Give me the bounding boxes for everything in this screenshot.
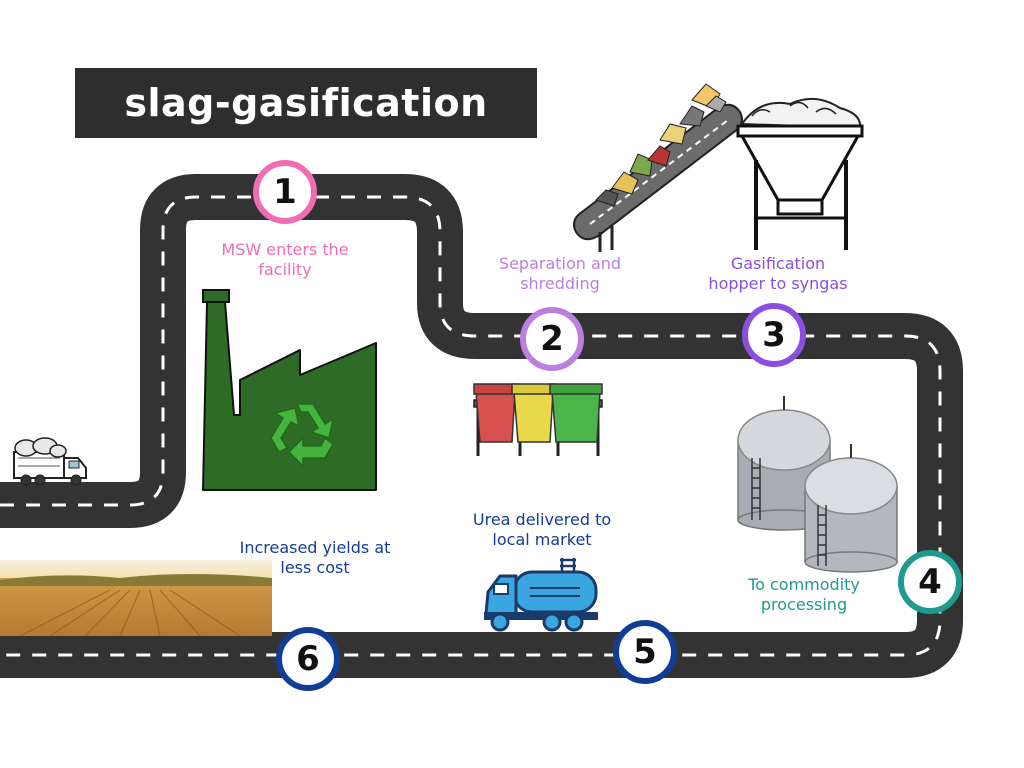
step-1-number: 1 [273,172,297,212]
sorting-bins-icon [473,383,603,456]
step-5-marker: 5 [613,620,677,684]
step-4-number: 4 [918,562,942,602]
hopper-icon [736,97,864,250]
step-4-label-line2: processing [760,595,848,614]
step-5-label-line1: Urea delivered to [472,510,612,529]
step-4-label: To commodity processing [714,575,894,615]
step-3-marker: 3 [742,303,806,367]
step-6-label-line1: Increased yields at [239,538,391,557]
step-5-number: 5 [633,632,657,672]
storage-tanks-icon [737,396,898,573]
title-banner: slag-gasification [75,68,537,138]
step-3-label: Gasification hopper to syngas [688,254,868,294]
step-1-label: MSW enters the facility [195,240,375,280]
step-2-label-line1: Separation and [498,254,622,273]
step-6-number: 6 [296,639,320,679]
step-2-marker: 2 [520,307,584,371]
step-6-marker: 6 [276,627,340,691]
step-4-label-line1: To commodity [748,575,860,594]
tanker-truck-icon [484,558,598,632]
conveyor-belt-icon [573,83,743,252]
step-1-label-line2: facility [258,260,312,279]
step-3-label-line1: Gasification [730,254,826,273]
step-2-number: 2 [540,319,564,359]
step-1-label-line1: MSW enters the [221,240,349,259]
step-2-label-line2: shredding [520,274,600,293]
step-2-label: Separation and shredding [470,254,650,294]
step-5-label: Urea delivered to local market [452,510,632,550]
factory-icon [202,289,377,491]
step-6-label: Increased yields at less cost [220,538,410,578]
step-3-number: 3 [762,315,786,355]
step-1-marker: 1 [253,160,317,224]
wheat-field-icon [0,560,272,637]
step-3-label-line2: hopper to syngas [708,274,848,293]
recycle-icon [270,403,335,468]
garbage-truck-icon [13,437,87,486]
step-6-label-line2: less cost [280,558,350,577]
step-5-label-line2: local market [492,530,592,549]
page-title: slag-gasification [124,81,488,125]
step-4-marker: 4 [898,550,962,614]
